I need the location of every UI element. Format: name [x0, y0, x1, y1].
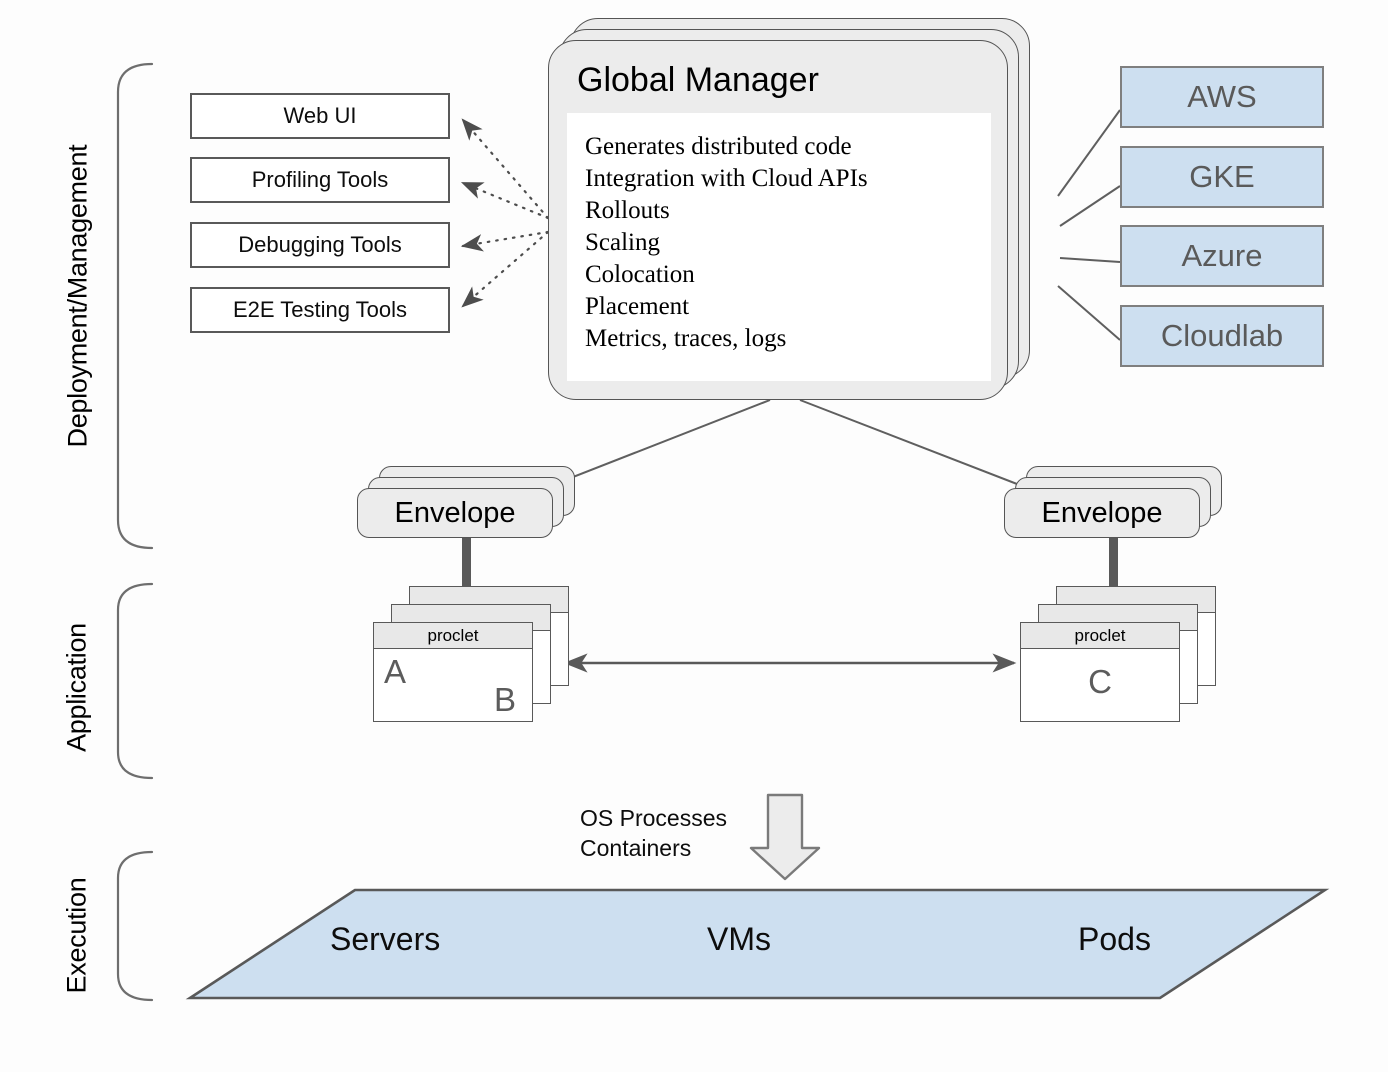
execution-label-pods: Pods: [1078, 921, 1151, 957]
global-manager-stack[interactable]: Global Manager Generates distributed cod…: [548, 18, 1030, 400]
global-manager-card-front[interactable]: Global Manager Generates distributed cod…: [548, 40, 1008, 400]
brace-deployment-management: [116, 62, 154, 550]
cloud-label: GKE: [1189, 159, 1255, 194]
arrow-to-e2e-testing-tools: [461, 230, 550, 308]
responsibility-item: Generates distributed code: [585, 133, 852, 160]
tool-label: E2E Testing Tools: [232, 297, 408, 322]
arrow-to-web-ui: [461, 118, 550, 220]
cloud-box-cloudlab[interactable]: Cloudlab: [1120, 305, 1324, 367]
global-manager-title: Global Manager: [577, 61, 819, 99]
down-arrow-icon: [749, 793, 821, 881]
tool-label: Web UI: [283, 103, 357, 128]
cloud-box-gke[interactable]: GKE: [1120, 146, 1324, 208]
proclet-stack-right[interactable]: proclet C: [1020, 586, 1218, 722]
global-manager-responsibilities: Generates distributed code Integration w…: [567, 113, 991, 381]
layer-label-text: Application: [61, 623, 92, 752]
cloud-label: AWS: [1187, 79, 1257, 114]
line-to-gke: [1059, 185, 1121, 227]
envelope-card-front[interactable]: Envelope: [357, 488, 553, 538]
envelope-proclet-connector-right: [1109, 538, 1118, 600]
responsibility-item: Rollouts: [585, 197, 670, 224]
proclet-card-front[interactable]: proclet C: [1020, 622, 1180, 722]
proclet-title-bar: [1021, 623, 1179, 649]
proclet-letter-a: A: [384, 653, 407, 690]
proclet-letter-c: C: [1088, 663, 1112, 700]
envelope-label: Envelope: [1041, 496, 1163, 529]
layer-label-text: Execution: [61, 877, 92, 994]
responsibility-item: Metrics, traces, logs: [585, 325, 787, 352]
execution-label-vms: VMs: [707, 921, 771, 957]
layer-brace-group: [116, 62, 154, 1002]
arrow-to-debugging-tools: [460, 230, 550, 252]
cloud-box-aws[interactable]: AWS: [1120, 66, 1324, 128]
tool-box-profiling-tools[interactable]: Profiling Tools: [190, 157, 450, 203]
tool-label: Debugging Tools: [238, 232, 402, 257]
proclet-title-bar: [374, 623, 532, 649]
tool-box-debugging-tools[interactable]: Debugging Tools: [190, 222, 450, 268]
cloud-label: Azure: [1181, 238, 1263, 273]
execution-note: OS Processes Containers: [580, 805, 727, 861]
responsibility-item: Integration with Cloud APIs: [585, 165, 868, 192]
layer-label-execution: Execution: [62, 856, 93, 1016]
line-to-cloudlab: [1057, 285, 1121, 341]
tool-box-web-ui[interactable]: Web UI: [190, 93, 450, 139]
brace-execution: [116, 850, 154, 1002]
gm-to-tools-arrows: [460, 118, 550, 308]
line-to-aws: [1057, 109, 1121, 197]
line-to-azure: [1059, 257, 1121, 263]
proclet-card-front[interactable]: proclet A B: [373, 622, 533, 722]
envelope-stack-left[interactable]: Envelope: [357, 466, 575, 548]
proclet-title: proclet: [427, 626, 479, 645]
arrow-to-profiling-tools: [460, 181, 550, 220]
responsibility-item: Colocation: [585, 261, 695, 288]
envelope-proclet-connector-left: [462, 538, 471, 600]
layer-label-text: Deployment/Management: [62, 144, 93, 448]
proclet-title: proclet: [1074, 626, 1126, 645]
brace-application: [116, 582, 154, 780]
cloud-box-azure[interactable]: Azure: [1120, 225, 1324, 287]
execution-label-servers: Servers: [330, 921, 441, 957]
tool-box-e2e-testing-tools[interactable]: E2E Testing Tools: [190, 287, 450, 333]
proclet-stack-left[interactable]: proclet A B: [373, 586, 571, 722]
cloud-label: Cloudlab: [1160, 318, 1284, 353]
envelope-card-front[interactable]: Envelope: [1004, 488, 1200, 538]
gm-to-clouds-lines: [1057, 109, 1121, 341]
envelope-stack-right[interactable]: Envelope: [1004, 466, 1222, 548]
layer-label-application: Application: [62, 603, 93, 773]
responsibility-item: Scaling: [585, 229, 660, 256]
proclet-letter-b: B: [493, 681, 516, 718]
envelope-label: Envelope: [394, 496, 516, 529]
tool-label: Profiling Tools: [251, 167, 389, 192]
layer-label-deployment-management: Deployment/Management: [63, 145, 94, 448]
responsibility-item: Placement: [585, 293, 690, 320]
